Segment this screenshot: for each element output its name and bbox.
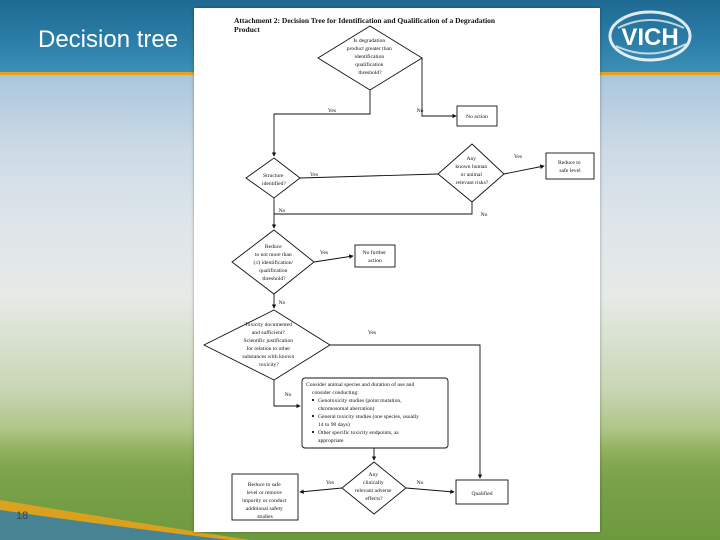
box-qualified — [455, 479, 509, 505]
label-yes: Yes — [310, 172, 318, 178]
label-no: No — [481, 212, 488, 218]
label-no: No — [417, 480, 424, 486]
edge-reduce-yes — [313, 254, 354, 263]
edge-anyknown-yes — [503, 164, 545, 175]
label-yes: Yes — [328, 108, 336, 114]
orange-swoosh-decoration — [0, 500, 250, 540]
bullet-icon — [311, 430, 315, 434]
edge-toxicity-no — [273, 380, 301, 409]
diamond-toxicity — [202, 309, 331, 381]
node-no-further-text: No further action — [363, 249, 388, 264]
node-reduce-remove-text: Reduce to safe level or remove impurity … — [242, 481, 288, 520]
document-heading-line2: Product — [234, 25, 260, 34]
edge-clinical-no — [405, 487, 455, 494]
node-reduce-not-more-text: Reduce to not more than (≤) identificati… — [254, 244, 295, 282]
node-consider-text: Consider animal species and duration of … — [306, 381, 420, 444]
label-yes: Yes — [326, 480, 334, 486]
edge-q1-yes — [271, 90, 371, 157]
logo-text: VICH — [621, 24, 678, 51]
label-no: No — [279, 300, 286, 306]
edge-structure-yes — [299, 173, 439, 179]
label-yes: Yes — [368, 330, 376, 336]
box-no-action — [456, 105, 498, 127]
label-yes: Yes — [514, 154, 522, 160]
box-reduce-safe — [545, 152, 595, 180]
node-toxicity-text: Toxicity documented and sufficient? Scie… — [242, 322, 295, 368]
node-no-action-text: No action — [466, 114, 488, 120]
label-no: No — [285, 392, 292, 398]
node-qualified-text: Qualified — [471, 490, 492, 497]
decision-tree-diagram: Is degradation product greater than iden… — [202, 25, 595, 521]
edge-clinical-yes — [299, 487, 343, 494]
box-consider-studies — [301, 377, 449, 449]
diamond-clinically-relevant — [341, 461, 407, 515]
label-no: No — [279, 208, 286, 214]
label-no: No — [417, 108, 424, 114]
slide-title: Decision tree — [38, 26, 179, 53]
node-threshold-text: Is degradation product greater than iden… — [347, 38, 393, 76]
decision-tree-document: Attachment 2: Decision Tree for Identifi… — [194, 8, 600, 532]
edge-anyknown-no — [274, 202, 473, 215]
bullet-icon — [311, 398, 315, 402]
edge-toxicity-yes — [330, 344, 483, 479]
node-any-known-text: Any known human or animal relevant risks… — [455, 156, 488, 186]
node-clinically-text: Any clinically relevant adverse effects? — [355, 472, 393, 502]
box-no-further-action — [354, 244, 396, 268]
document-heading-line1: Attachment 2: Decision Tree for Identifi… — [234, 16, 496, 25]
label-yes: Yes — [320, 250, 328, 256]
node-reduce-safe-text: Reduce to safe level — [558, 160, 582, 174]
edge-q1-no — [421, 58, 457, 119]
box-reduce-remove — [231, 473, 299, 521]
vich-logo-icon: VICH — [608, 10, 692, 62]
document-heading: Attachment 2: Decision Tree for Identifi… — [234, 16, 594, 34]
node-structure-text: Structure identified? — [262, 173, 286, 187]
bullet-icon — [311, 414, 315, 418]
slide-number: 18 — [16, 510, 29, 522]
